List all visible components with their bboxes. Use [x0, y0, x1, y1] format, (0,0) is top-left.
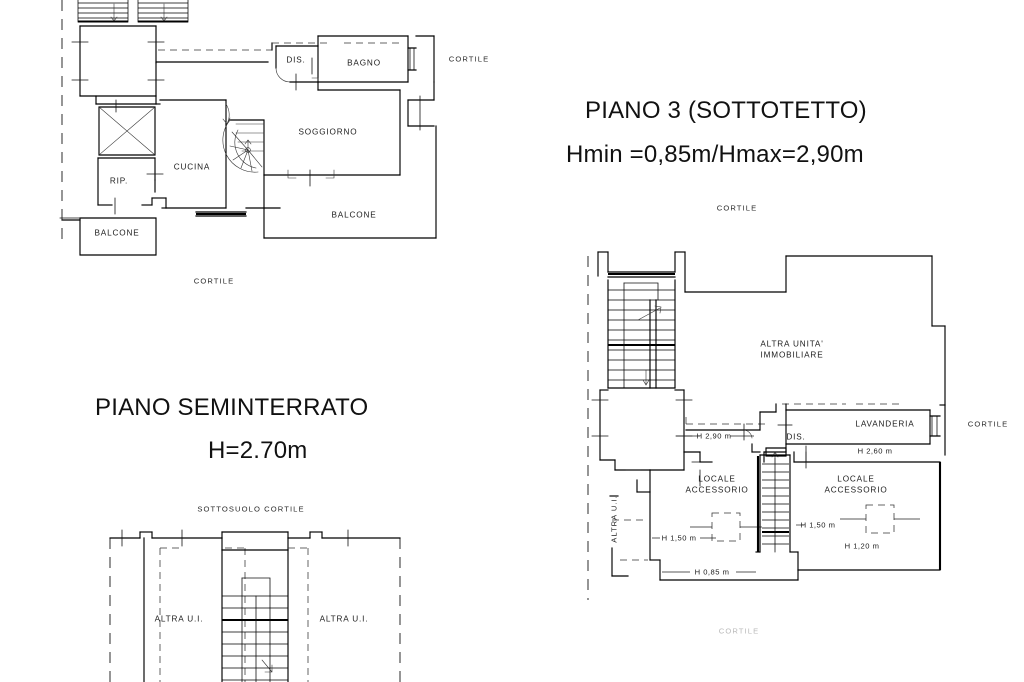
room-label-dis-piano3: DIS.	[786, 432, 806, 442]
height-label-h150-left: H 1,50 m	[661, 533, 697, 543]
title-piano-seminterrato: PIANO SEMINTERRATO	[95, 394, 369, 421]
spiral-staircase-upper	[222, 119, 265, 176]
room-label-line-1: ALTRA UNITA'	[760, 339, 824, 349]
room-label-altra-ui-left: ALTRA U.I.	[154, 614, 204, 624]
room-label-line-2: IMMOBILIARE	[760, 350, 824, 359]
room-label-line-1: LOCALE	[837, 474, 875, 484]
exterior-label-sottosuolo-cortile: SOTTOSUOLO CORTILE	[197, 504, 305, 514]
staircase-piano3-lower	[751, 443, 799, 553]
height-label-h260: H 2,60 m	[857, 446, 893, 456]
plan-lower-left-geometry	[109, 529, 401, 682]
room-label-balcone-left: BALCONE	[94, 228, 140, 238]
room-label-dis-upper: DIS.	[286, 55, 306, 65]
title-piano-3: PIANO 3 (SOTTOTETTO)	[585, 97, 867, 124]
room-label-lavanderia: LAVANDERIA	[855, 419, 915, 429]
plan-upper-left-geometry	[59, 0, 437, 256]
height-label-h120: H 1,20 m	[844, 541, 880, 551]
room-label-line-2: ACCESSORIO	[824, 485, 888, 494]
room-label-bagno: BAGNO	[347, 58, 381, 68]
plan-right-geometry	[587, 251, 946, 600]
exterior-label-cortile-piano3-right: CORTILE	[967, 419, 1009, 429]
height-label-h150-right: H 1,50 m	[800, 520, 836, 530]
exterior-label-cortile-piano3-top: CORTILE	[716, 203, 758, 213]
subtitle-piano-3-heights: Hmin =0,85m/Hmax=2,90m	[566, 141, 864, 168]
height-label-h290: H 2,90 m	[696, 431, 732, 441]
room-label-balcone-right: BALCONE	[331, 210, 377, 220]
room-label-altra-ui-right: ALTRA U.I.	[319, 614, 369, 624]
room-label-locale-accessorio-right: LOCALE ACCESSORIO	[824, 475, 887, 496]
room-label-rip: RIP.	[109, 176, 129, 186]
room-label-line-1: LOCALE	[698, 474, 736, 484]
room-label-altra-unita-immobiliare: ALTRA UNITA' IMMOBILIARE	[760, 340, 823, 361]
room-label-line-2: ACCESSORIO	[685, 485, 749, 494]
exterior-label-cortile-upper-bottom: CORTILE	[193, 276, 235, 286]
exterior-label-cortile-upper-right: CORTILE	[448, 54, 490, 64]
subtitle-piano-seminterrato-height: H=2.70m	[208, 437, 308, 464]
room-label-locale-accessorio-left: LOCALE ACCESSORIO	[685, 475, 748, 496]
staircase-piano3	[607, 279, 676, 389]
room-label-soggiorno: SOGGIORNO	[298, 127, 358, 137]
room-label-altra-ui-piano3: ALTRA U.I.	[609, 495, 619, 543]
exterior-label-cortile-piano3-bottom: CORTILE	[718, 626, 760, 636]
staircase-basement	[221, 549, 289, 682]
room-label-cucina: CUCINA	[173, 162, 211, 172]
height-label-h085: H 0,85 m	[694, 567, 730, 577]
